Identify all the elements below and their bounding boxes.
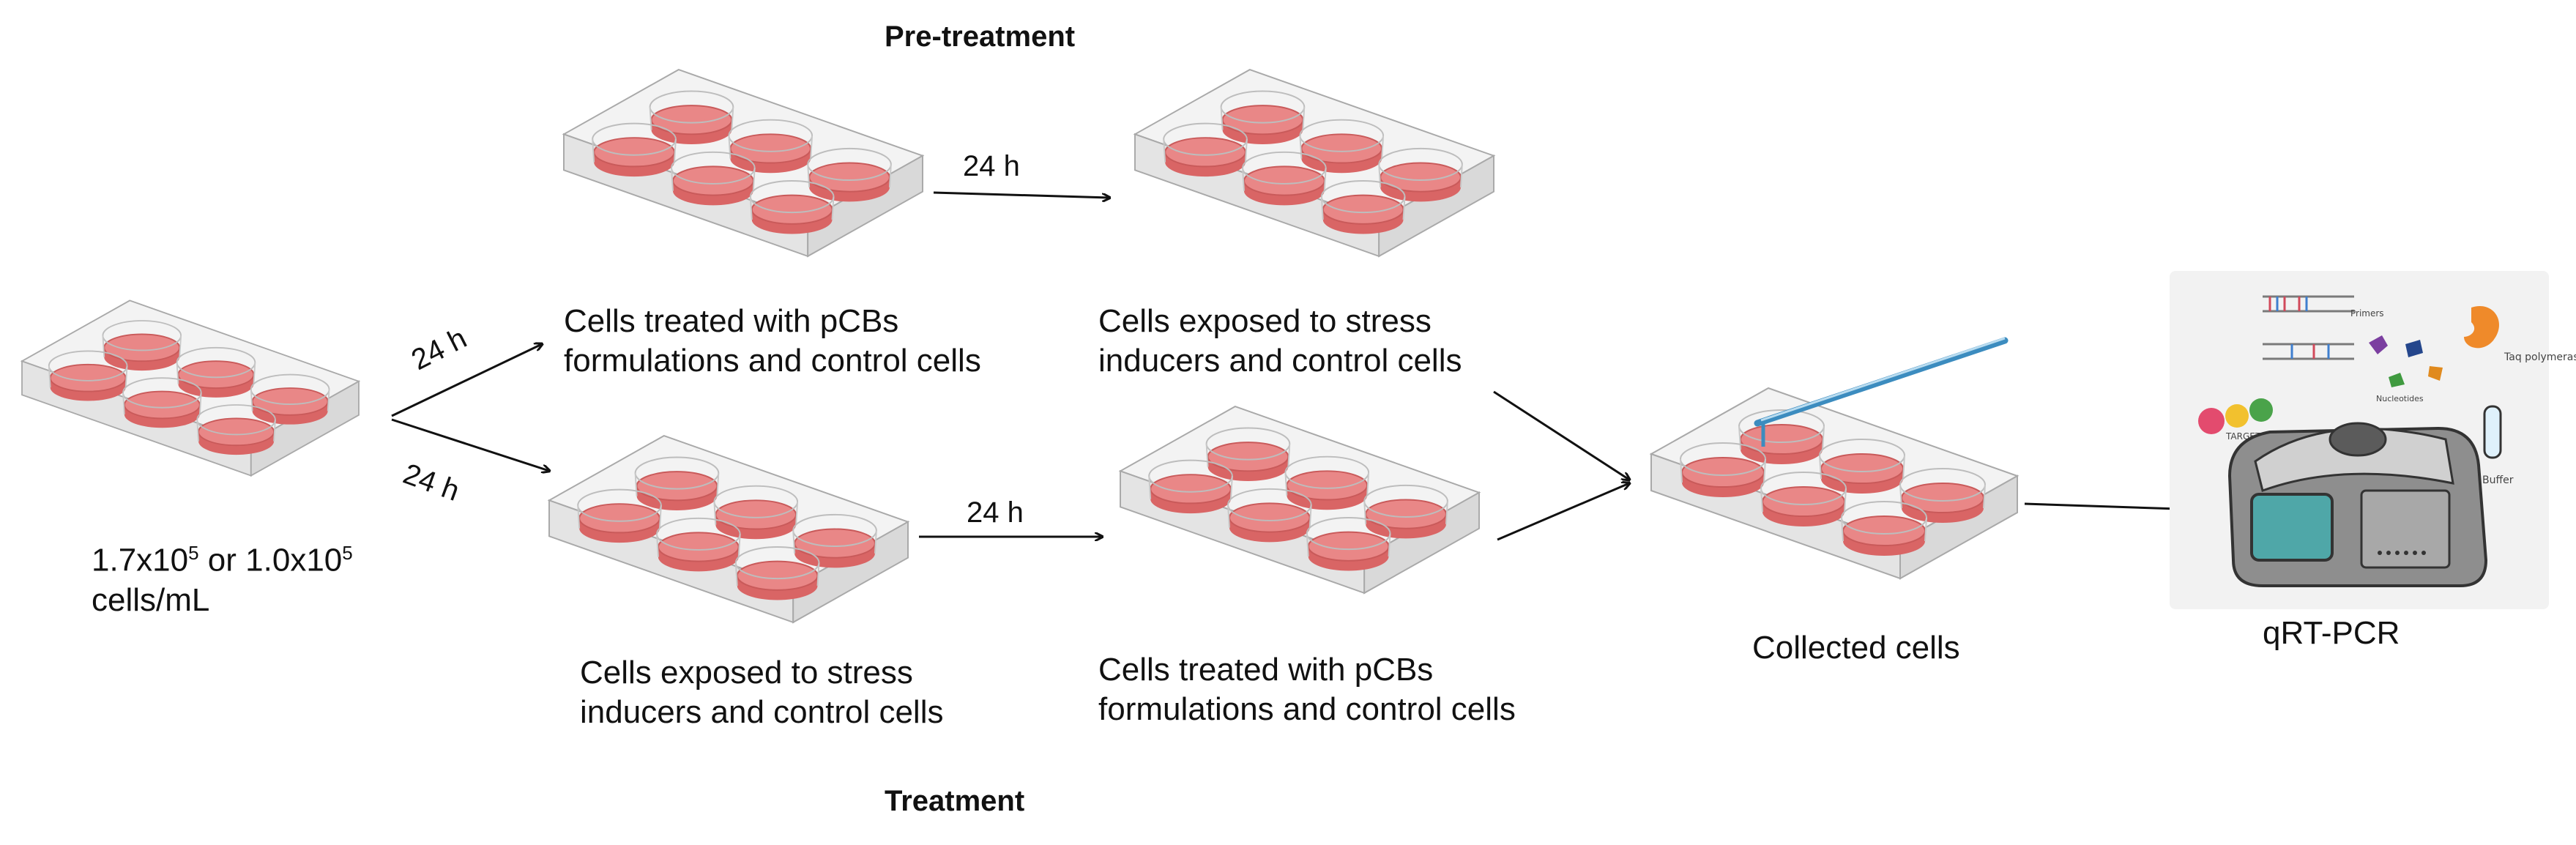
- label-line: formulations and control cells: [564, 343, 981, 379]
- pipette-icon: [1754, 337, 2009, 447]
- treatment-title: Treatment: [885, 785, 1025, 817]
- exponent-a: 5: [188, 542, 199, 564]
- pretreatment-plate-2: [1135, 70, 1494, 256]
- label-line: formulations and control cells: [1098, 691, 1516, 727]
- label-line: Cells treated with pCBs: [564, 303, 899, 339]
- buffer-note: Buffer: [2482, 474, 2514, 486]
- label-line: Cells exposed to stress: [580, 655, 913, 690]
- concentration-mid: or 1.0x10: [198, 542, 343, 578]
- qrtpcr-machine-illustration: Taq polymerase Primers Nucleotides TARGE…: [2170, 271, 2576, 609]
- treatment-plate-1: [549, 436, 908, 622]
- concentration-unit: cells/mL: [92, 581, 210, 618]
- time-label-treatment: 24 h: [967, 496, 1024, 529]
- collected-cells-plate: [1651, 388, 2017, 578]
- label-pretreatment-step2: Cells exposed to stress inducers and con…: [1098, 302, 1490, 381]
- exponent-b: 5: [342, 542, 353, 564]
- arrow-to-treatment: [391, 418, 549, 471]
- arrow-pretreatment-to-collect: [1493, 390, 1629, 480]
- polymerase-note: Taq polymerase: [2504, 351, 2576, 363]
- label-treatment-step2: Cells treated with pCBs formulations and…: [1098, 650, 1551, 729]
- concentration-a: 1.7x10: [92, 542, 189, 578]
- label-pretreatment-step1: Cells treated with pCBs formulations and…: [564, 302, 983, 381]
- label-line: Cells exposed to stress: [1098, 303, 1432, 339]
- time-label-pretreatment: 24 h: [963, 150, 1020, 182]
- label-collected-cells: Collected cells: [1752, 630, 1960, 666]
- nucleotides-note: Nucleotides: [2376, 394, 2424, 403]
- seeding-concentration-label: 1.7x105 or 1.0x105 cells/mL: [92, 533, 384, 620]
- arrow-to-pretreatment: [391, 344, 542, 417]
- label-line: inducers and control cells: [580, 694, 944, 730]
- label-line: Cells treated with pCBs: [1098, 652, 1434, 688]
- primers-note: Primers: [2350, 308, 2384, 319]
- label-line: inducers and control cells: [1098, 343, 1462, 379]
- pretreatment-title: Pre-treatment: [885, 21, 1076, 53]
- seeding-well-plate: [22, 300, 359, 475]
- arrow-treatment-to-collect: [1497, 483, 1629, 541]
- arrow-pretreatment-24h: [933, 191, 1109, 198]
- treatment-plate-2: [1120, 406, 1479, 593]
- label-qrtpcr: qRT-PCR: [2263, 615, 2400, 651]
- label-treatment-step1: Cells exposed to stress inducers and con…: [580, 653, 972, 732]
- pretreatment-plate-1: [564, 70, 923, 256]
